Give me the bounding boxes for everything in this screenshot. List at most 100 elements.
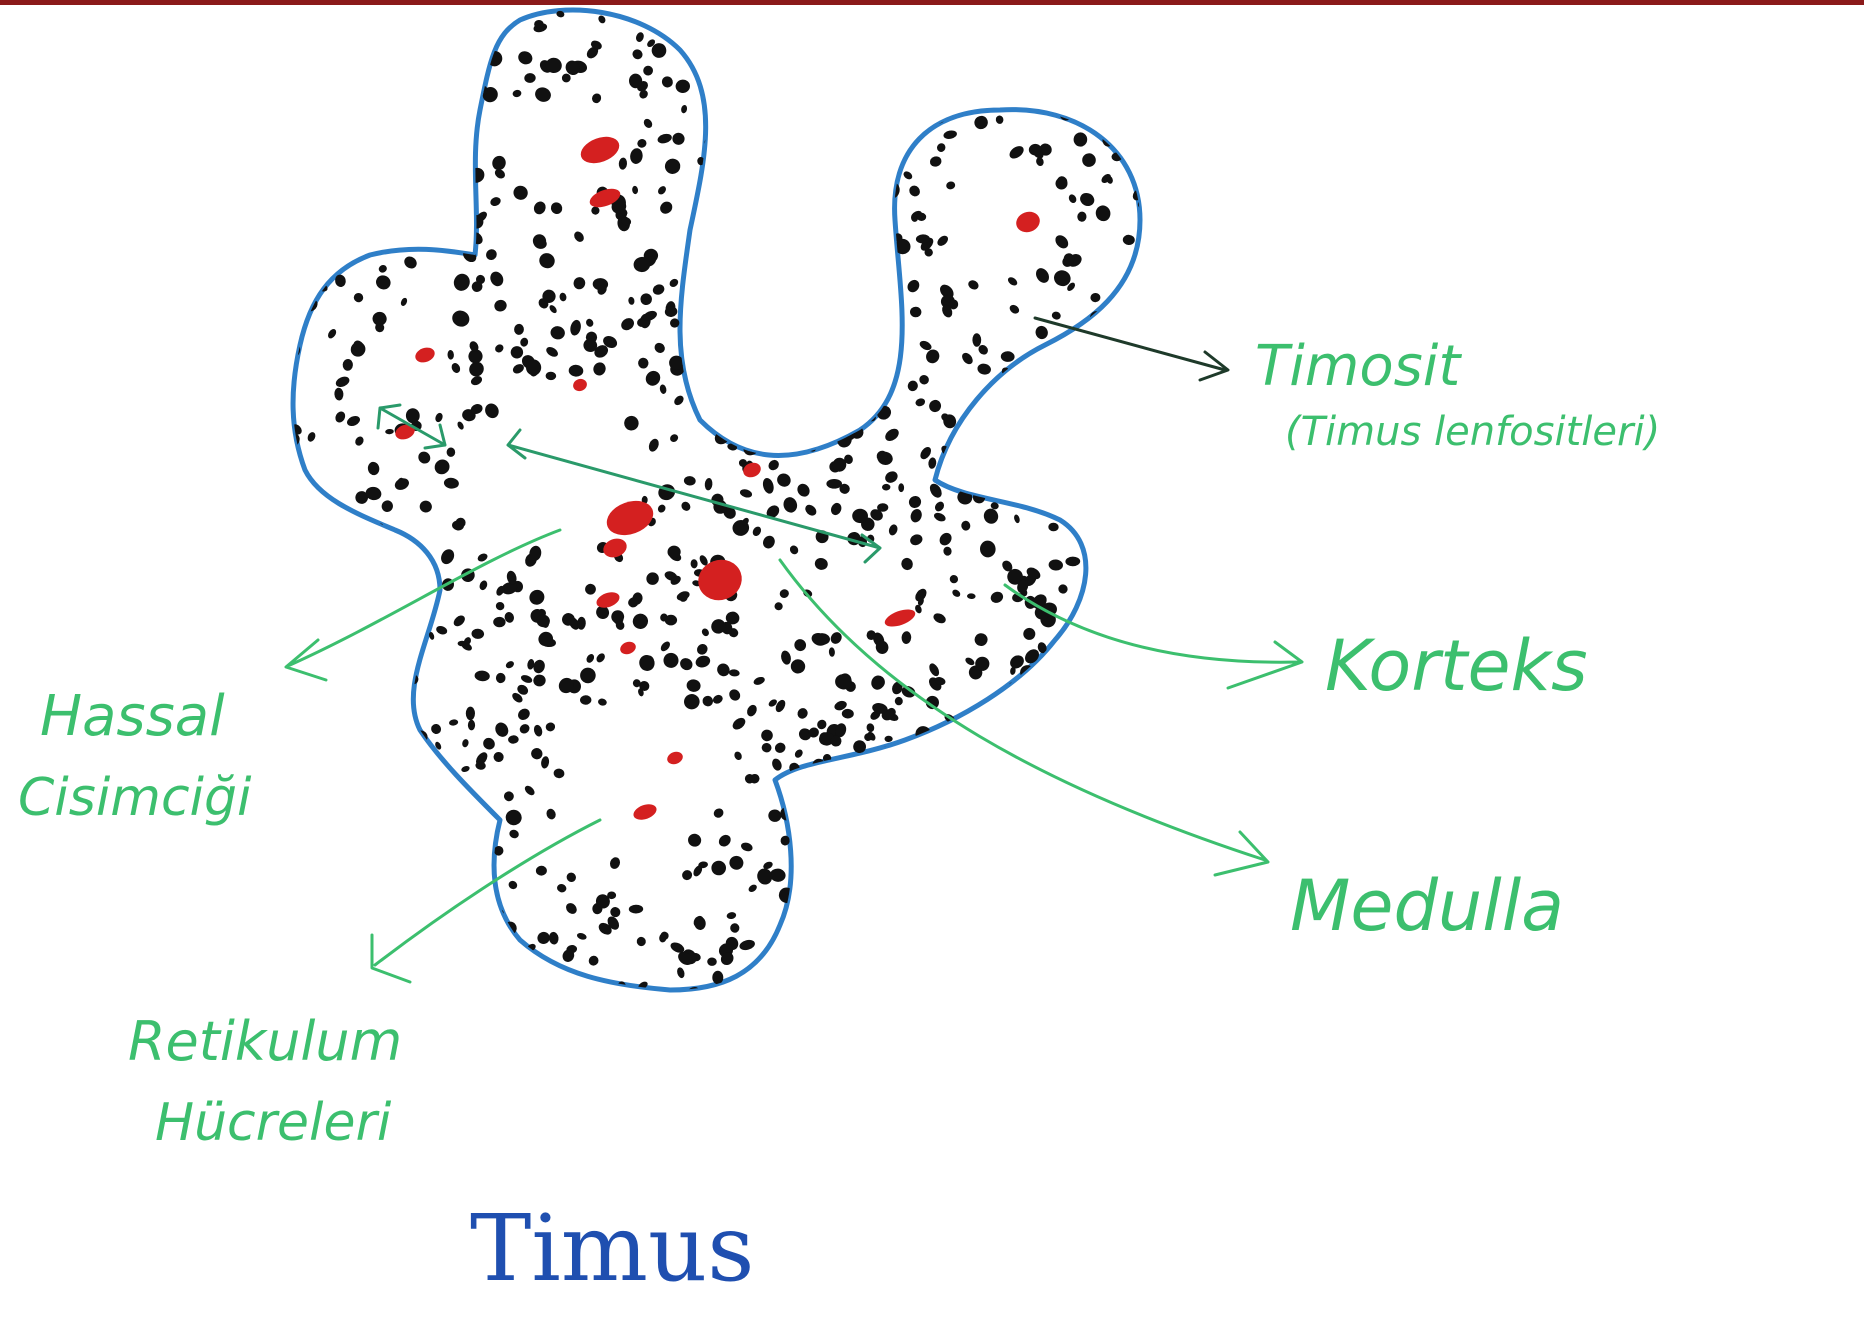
thymocyte-dot — [1047, 984, 1069, 1006]
thymocyte-dot — [285, 843, 297, 857]
thymocyte-dot — [333, 44, 344, 54]
thymocyte-dot — [420, 150, 431, 163]
thymocyte-dot — [1046, 427, 1056, 436]
thymocyte-dot — [1022, 971, 1038, 986]
thymocyte-dot — [1141, 453, 1157, 468]
thymocyte-dot — [872, 6, 890, 23]
thymocyte-dot — [1142, 775, 1156, 789]
thymocyte-dot — [856, 778, 867, 790]
thymocyte-dot — [756, 21, 771, 35]
thymocyte-dot — [805, 406, 819, 417]
thymocyte-dot — [1028, 745, 1046, 763]
thymocyte-dot — [1066, 634, 1084, 648]
thymocyte-dot — [666, 12, 681, 26]
thymocyte-dot — [745, 333, 762, 350]
thymocyte-dot — [405, 964, 422, 981]
thymocyte-dot — [998, 70, 1015, 87]
thymocyte-dot — [318, 821, 329, 830]
thymocyte-dot — [971, 820, 982, 830]
thymocyte-dot — [997, 420, 1014, 438]
thymocyte-dot — [1097, 613, 1107, 625]
thymocyte-dot — [1040, 849, 1052, 859]
hassal-label-line2: Cisimciği — [18, 768, 252, 828]
thymocyte-dot — [803, 174, 813, 185]
thymocyte-dot — [877, 892, 894, 909]
thymocyte-dot — [913, 925, 928, 939]
thymocyte-dot — [337, 753, 355, 772]
thymocyte-dot — [354, 10, 372, 29]
thymocyte-dot — [362, 884, 377, 899]
thymocyte-dot — [820, 265, 831, 277]
thymocyte-dot — [921, 858, 936, 872]
thymocyte-dot — [340, 852, 350, 862]
thymocyte-dot — [328, 860, 338, 868]
thymocyte-dot — [777, 388, 790, 401]
thymocyte-dot — [1026, 43, 1046, 63]
thymocyte-dot — [726, 367, 742, 384]
thymocyte-dot — [352, 833, 363, 844]
thymocyte-dot — [809, 187, 827, 202]
thymocyte-dot — [889, 117, 903, 129]
thymocyte-dot — [785, 75, 795, 87]
thymocyte-dot — [1139, 945, 1161, 967]
thymocyte-dot — [847, 350, 858, 361]
thymocyte-dot — [367, 8, 377, 19]
thymocyte-dot — [699, 376, 715, 392]
thymocyte-dot — [313, 132, 332, 151]
thymocyte-dot — [998, 48, 1008, 55]
thymocyte-dot — [535, 990, 544, 1000]
thymocyte-dot — [319, 724, 342, 748]
thymocyte-dot — [873, 70, 890, 83]
thymocyte-dot — [490, 924, 507, 940]
thymocyte-dot — [457, 107, 471, 120]
thymocyte-dot — [340, 834, 357, 852]
thymocyte-dot — [1076, 368, 1093, 384]
thymocyte-dot — [553, 982, 566, 996]
thymocyte-dot — [895, 788, 903, 797]
thymocyte-dot — [870, 894, 884, 907]
thymocyte-dot — [1131, 150, 1150, 170]
thymocyte-dot — [851, 965, 866, 979]
thymocyte-dot — [362, 156, 376, 169]
thymocyte-dot — [835, 161, 854, 180]
thymocyte-dot — [944, 814, 966, 836]
thymocyte-dot — [1054, 823, 1068, 835]
thymocyte-dot — [759, 393, 770, 403]
thymocyte-dot — [1106, 783, 1118, 794]
thymocyte-dot — [1094, 772, 1109, 787]
thymocyte-dot — [1003, 865, 1014, 877]
thymocyte-dot — [861, 231, 874, 241]
thymocyte-dot — [415, 49, 427, 61]
thymocyte-dot — [807, 414, 818, 427]
thymocyte-dot — [815, 121, 831, 137]
thymocyte-dot — [1136, 420, 1153, 437]
thymocyte-dot — [288, 963, 295, 972]
thymocyte-dot — [826, 809, 838, 821]
thymocyte-dot — [705, 345, 720, 360]
thymocyte-dot — [756, 114, 773, 131]
thymocyte-dot — [829, 21, 843, 35]
thymocyte-dot — [988, 906, 1000, 918]
thymocyte-dot — [842, 844, 856, 858]
thymocyte-dot — [979, 460, 992, 476]
thymocyte-dot — [1120, 838, 1129, 848]
thymocyte-dot — [436, 120, 453, 137]
thymocyte-dot — [822, 886, 833, 897]
thymocyte-dot — [284, 915, 296, 928]
thymocyte-dot — [955, 775, 968, 787]
thymocyte-dot — [767, 414, 783, 427]
thymocyte-dot — [334, 173, 352, 191]
thymocyte-dot — [918, 77, 928, 87]
thymocyte-dot — [919, 846, 929, 858]
thymocyte-dot — [1112, 944, 1125, 958]
thymocyte-dot — [1089, 568, 1105, 584]
thymocyte-dot — [868, 356, 887, 373]
thymocyte-dot — [289, 63, 307, 81]
thymocyte-dot — [299, 759, 308, 770]
thymocyte-dot — [933, 749, 947, 763]
thymocyte-dot — [1032, 791, 1049, 809]
thymocyte-dot — [1015, 896, 1028, 908]
thymocyte-dot — [1109, 813, 1127, 831]
thymocyte-dot — [882, 922, 896, 938]
